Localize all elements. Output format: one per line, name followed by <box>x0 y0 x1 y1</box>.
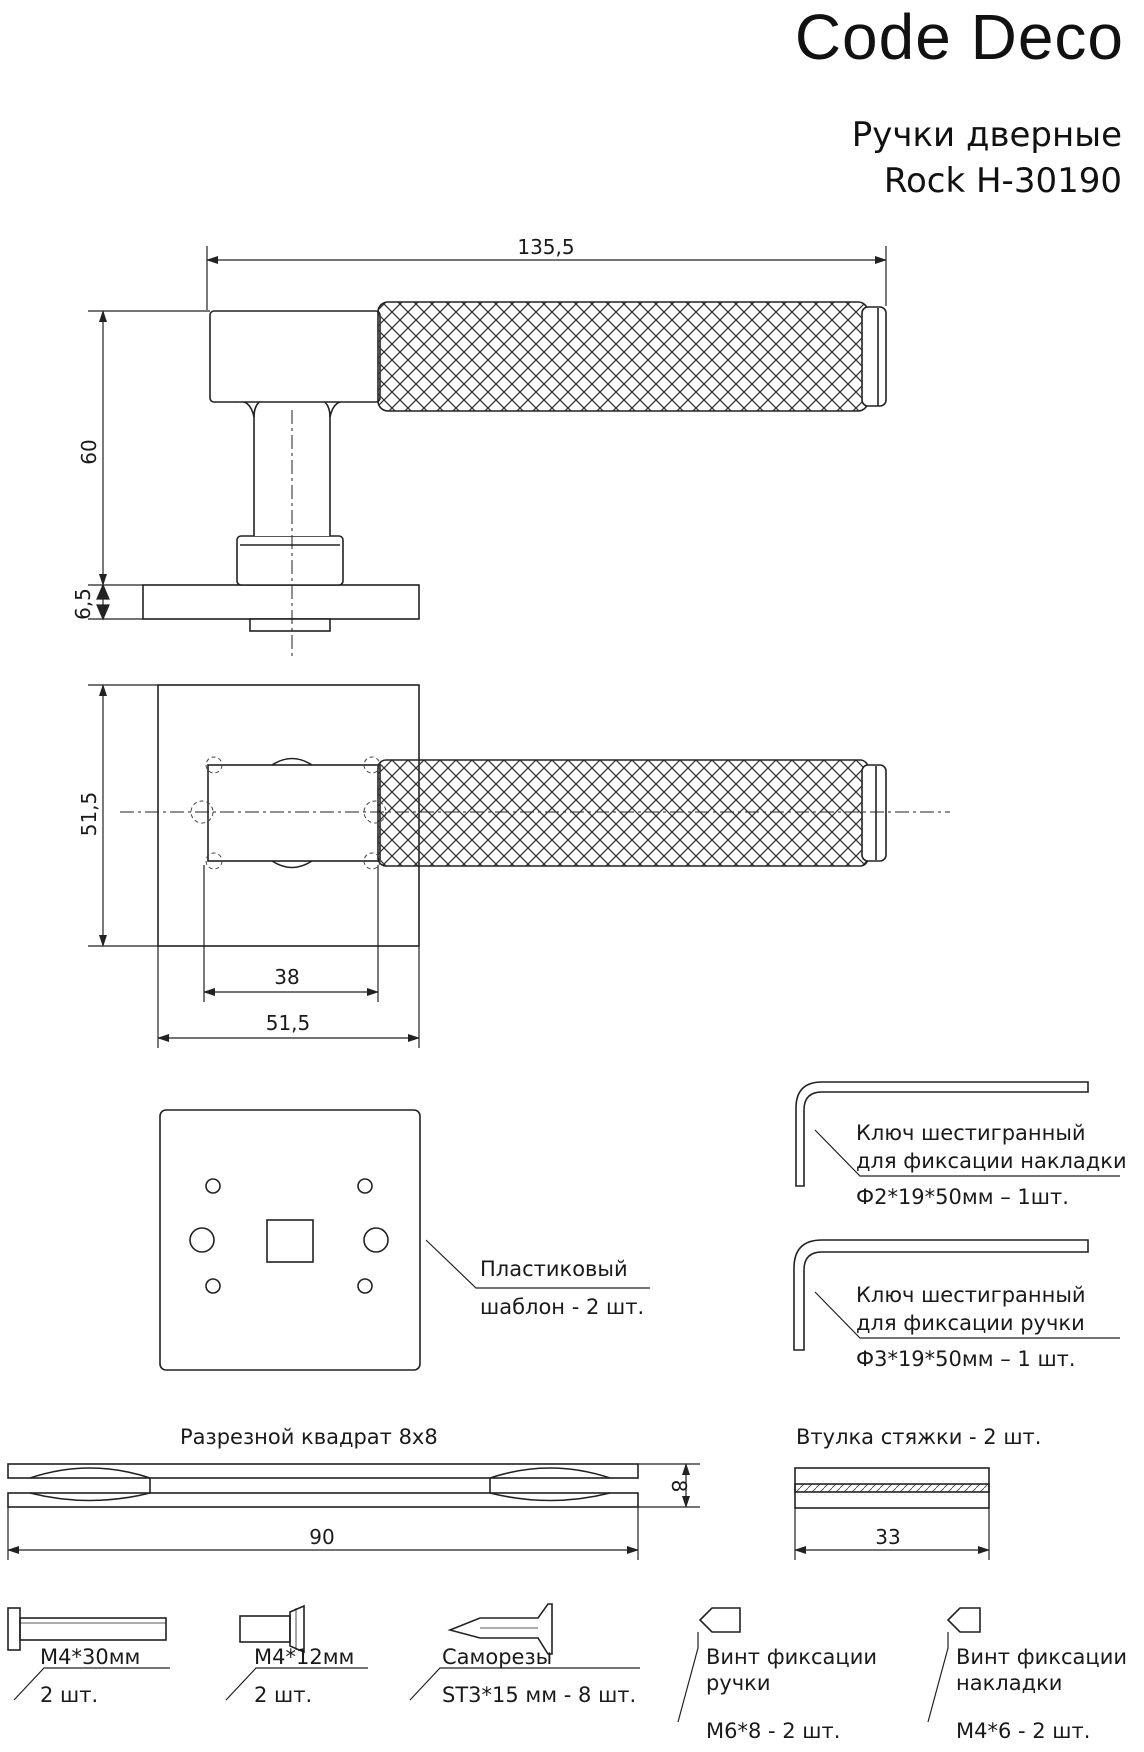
template-label-2: шаблон - 2 шт. <box>480 1295 644 1319</box>
key1-label-3: Ф2*19*50мм – 1шт. <box>856 1185 1069 1209</box>
dim-rosette-height: 51,5 <box>77 792 101 837</box>
product-type: Ручки дверные <box>851 115 1122 155</box>
square-label: Разрезной квадрат 8х8 <box>180 1425 438 1449</box>
screw-m4-30 <box>7 1607 170 1701</box>
dim-rosette-thickness: 6,5 <box>71 588 95 620</box>
grub-screw-m4 <box>927 1607 981 1723</box>
screw5-label-1: Винт фиксации <box>956 1645 1127 1669</box>
grub-screw-m6 <box>677 1607 741 1723</box>
dim-bushing-length: 33 <box>875 1525 900 1549</box>
bushing <box>794 1467 990 1560</box>
handle-front-view <box>120 684 950 947</box>
handle-side-view <box>142 301 887 660</box>
plastic-template <box>159 1109 650 1371</box>
key2-label-3: Ф3*19*50мм – 1 шт. <box>856 1347 1076 1371</box>
key2-label-1: Ключ шестигранный <box>856 1283 1086 1307</box>
screw4-qty: M6*8 - 2 шт. <box>706 1719 840 1743</box>
bushing-label: Втулка стяжки - 2 шт. <box>796 1425 1041 1449</box>
dim-rosette-width: 51,5 <box>266 1011 311 1035</box>
key1-label-1: Ключ шестигранный <box>856 1121 1086 1145</box>
dimension-lines <box>88 246 887 1048</box>
key1-label-2: для фиксации накладки <box>856 1149 1127 1173</box>
dim-grip-offset: 38 <box>274 965 299 989</box>
dim-handle-height: 60 <box>77 439 101 464</box>
screw2-qty: 2 шт. <box>254 1683 312 1707</box>
screw5-label-2: накладки <box>956 1671 1062 1695</box>
dim-square-length: 90 <box>309 1525 334 1549</box>
product-title: Ручки дверные Rock H-30190 <box>852 112 1122 204</box>
screw1-qty: 2 шт. <box>40 1683 98 1707</box>
split-square <box>7 1463 700 1560</box>
screw3-qty: ST3*15 мм - 8 шт. <box>442 1683 636 1707</box>
screw-m4-12 <box>225 1604 368 1701</box>
dim-handle-length: 135,5 <box>517 235 574 259</box>
hex-key-1 <box>795 1081 1120 1187</box>
screw5-qty: M4*6 - 2 шт. <box>956 1719 1090 1743</box>
screw2-name: M4*12мм <box>254 1645 354 1669</box>
screw4-label-1: Винт фиксации <box>706 1645 877 1669</box>
brand-logo: Code Deco <box>794 1 1124 73</box>
screw3-name: Саморезы <box>442 1645 552 1669</box>
key2-label-2: для фиксации ручки <box>856 1311 1085 1335</box>
template-label-1: Пластиковый <box>480 1257 628 1281</box>
dim-square-side: 8 <box>667 1480 691 1493</box>
self-tapping-screw <box>409 1603 640 1701</box>
product-model: Rock H-30190 <box>883 161 1122 201</box>
hex-key-2 <box>793 1239 1120 1351</box>
screw1-name: M4*30мм <box>40 1645 140 1669</box>
screw4-label-2: ручки <box>706 1671 771 1695</box>
